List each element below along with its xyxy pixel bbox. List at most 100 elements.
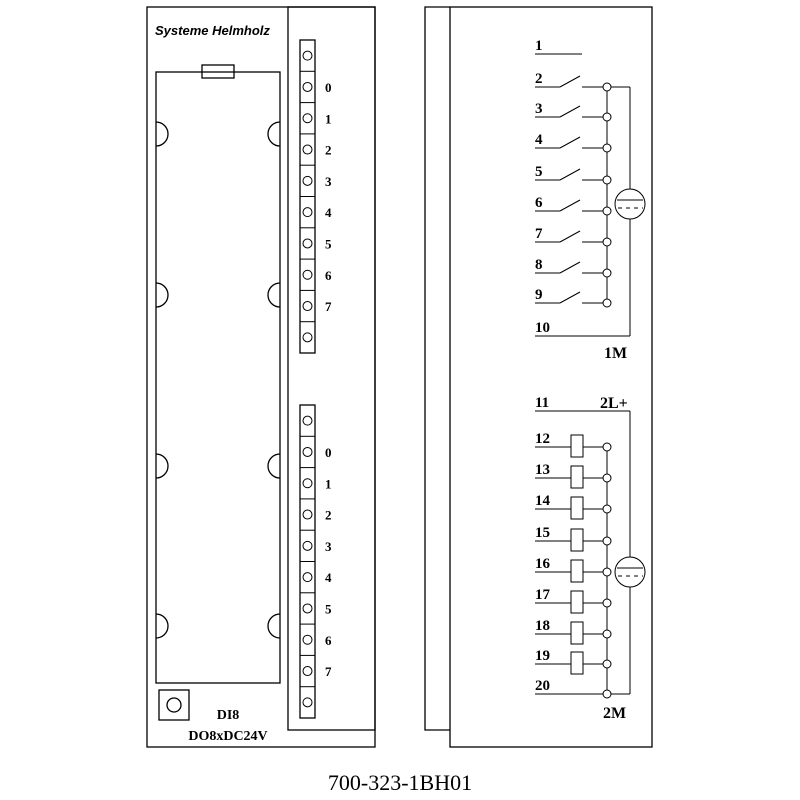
led-indicator bbox=[302, 207, 313, 218]
terminal-label: 3 bbox=[535, 101, 543, 117]
input-ground-symbol bbox=[614, 188, 646, 220]
led-label: 3 bbox=[325, 539, 332, 554]
terminal-label: 14 bbox=[535, 493, 551, 509]
led-indicator bbox=[302, 144, 313, 155]
terminal-label: 2 bbox=[535, 71, 543, 87]
terminal-label: 10 bbox=[535, 320, 550, 336]
supply-label-2l: 2L+ bbox=[600, 395, 628, 412]
junction-node bbox=[602, 298, 612, 308]
led-label: 7 bbox=[325, 299, 332, 314]
junction-node bbox=[602, 143, 612, 153]
terminal-label: 7 bbox=[535, 226, 543, 242]
terminal-label: 5 bbox=[535, 164, 543, 180]
module-outline bbox=[146, 6, 376, 748]
switch-contact bbox=[559, 291, 581, 304]
led-indicator bbox=[302, 175, 313, 186]
load-resistor bbox=[570, 496, 584, 520]
led-indicator bbox=[302, 81, 313, 92]
led-label: 2 bbox=[325, 508, 332, 523]
terminal-label: 18 bbox=[535, 618, 550, 634]
led-label: 0 bbox=[325, 445, 332, 460]
led-label: 4 bbox=[325, 570, 332, 585]
terminal-label: 19 bbox=[535, 648, 550, 664]
led-indicator bbox=[302, 697, 313, 708]
terminal-label: 16 bbox=[535, 556, 551, 572]
fuse-symbol bbox=[201, 64, 235, 79]
led-indicator bbox=[302, 603, 313, 614]
terminal-label: 13 bbox=[535, 462, 550, 478]
led-indicator bbox=[302, 269, 313, 280]
led-label: 6 bbox=[325, 268, 332, 283]
led-label: 2 bbox=[325, 143, 332, 158]
led-strip-1: 0 1 2 3 4 5 6 7 bbox=[299, 39, 332, 354]
junction-node bbox=[602, 473, 612, 483]
junction-node bbox=[602, 206, 612, 216]
junction-node bbox=[602, 112, 612, 122]
terminal-label: 1 bbox=[535, 38, 543, 54]
switch-contact bbox=[559, 230, 581, 243]
led-label: 0 bbox=[325, 80, 332, 95]
led-indicator bbox=[302, 238, 313, 249]
panel-bracket-left bbox=[424, 6, 450, 731]
junction-node bbox=[602, 629, 612, 639]
led-indicator bbox=[302, 572, 313, 583]
junction-node bbox=[602, 598, 612, 608]
terminal-label: 6 bbox=[535, 195, 543, 211]
junction-node bbox=[602, 442, 612, 452]
terminal-label: 20 bbox=[535, 678, 550, 694]
junction-node bbox=[602, 567, 612, 577]
led-indicator bbox=[302, 301, 313, 312]
led-label: 3 bbox=[325, 174, 332, 189]
part-number: 700-323-1BH01 bbox=[328, 770, 472, 795]
led-label: 1 bbox=[325, 111, 332, 126]
led-indicator bbox=[302, 113, 313, 124]
led-indicator bbox=[302, 50, 313, 61]
reset-button-knob bbox=[166, 697, 182, 713]
switch-contact bbox=[559, 199, 581, 212]
load-resistor bbox=[570, 651, 584, 675]
terminal-label: 8 bbox=[535, 257, 543, 273]
junction-node bbox=[602, 175, 612, 185]
led-indicator bbox=[302, 446, 313, 457]
switch-contact bbox=[559, 168, 581, 181]
load-resistor bbox=[570, 465, 584, 489]
led-label: 6 bbox=[325, 633, 332, 648]
led-indicator bbox=[302, 478, 313, 489]
load-resistor bbox=[570, 590, 584, 614]
junction-node bbox=[602, 659, 612, 669]
led-indicator bbox=[302, 634, 313, 645]
led-label: 4 bbox=[325, 205, 332, 220]
junction-node bbox=[602, 82, 612, 92]
terminal-label: 11 bbox=[535, 395, 549, 411]
load-resistor bbox=[570, 621, 584, 645]
terminal-label: 9 bbox=[535, 287, 543, 303]
switch-contact bbox=[559, 136, 581, 149]
junction-node bbox=[602, 536, 612, 546]
led-indicator bbox=[302, 666, 313, 677]
reset-button[interactable] bbox=[158, 689, 190, 721]
led-label: 7 bbox=[325, 664, 332, 679]
led-indicator bbox=[302, 415, 313, 426]
switch-contact bbox=[559, 261, 581, 274]
switch-contact bbox=[559, 75, 581, 88]
junction-node bbox=[602, 268, 612, 278]
output-ground-symbol bbox=[614, 556, 646, 588]
load-resistor bbox=[570, 434, 584, 458]
load-resistor bbox=[570, 559, 584, 583]
terminal-label: 17 bbox=[535, 587, 551, 603]
junction-node bbox=[602, 237, 612, 247]
terminal-label: 4 bbox=[535, 132, 543, 148]
supply-label-1m: 1M bbox=[604, 345, 627, 362]
switch-contact bbox=[559, 105, 581, 118]
clip-notches bbox=[155, 121, 281, 639]
led-indicator bbox=[302, 540, 313, 551]
junction-node bbox=[602, 689, 612, 699]
led-label: 5 bbox=[325, 236, 332, 251]
led-label: 1 bbox=[325, 476, 332, 491]
input-circuit: 1 2 3 4 5 6 7 8 9 10 1M bbox=[535, 38, 646, 362]
module-type-line1: DI8 bbox=[217, 708, 240, 723]
